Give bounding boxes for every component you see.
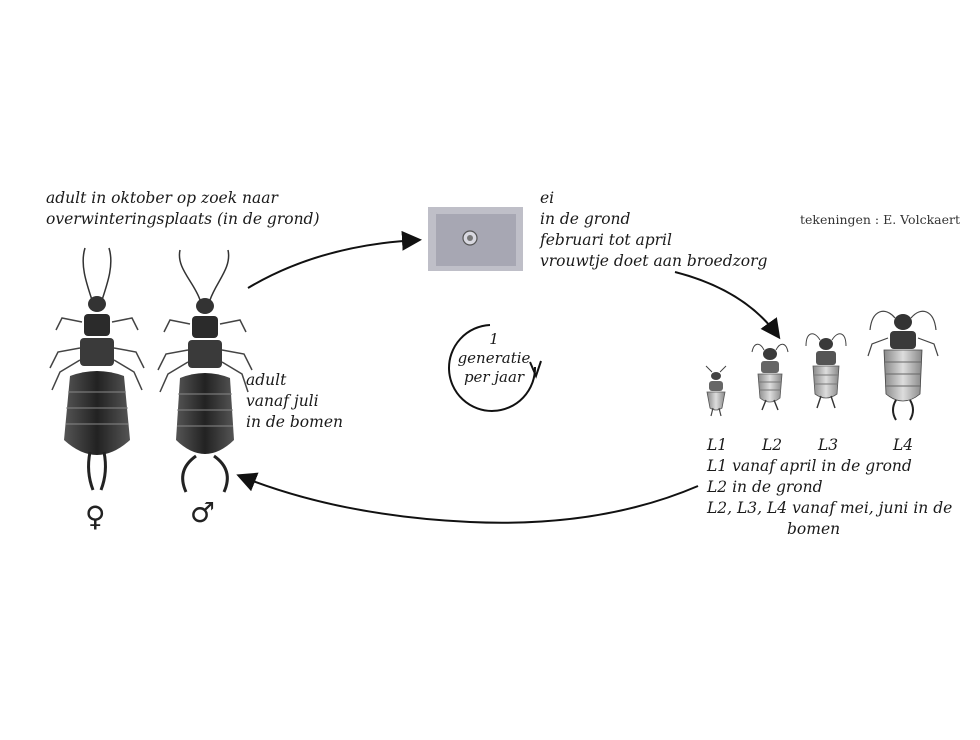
- arrow-larvae-to-adult: [236, 472, 699, 524]
- egg-icon: [428, 207, 523, 271]
- female-symbol: ♀: [85, 500, 106, 533]
- label-egg: ei in de grond februari tot april vrouwt…: [540, 189, 768, 270]
- larva-icon: [751, 343, 789, 411]
- credit-text: tekeningen : E. Volckaert: [800, 212, 960, 227]
- larva-icon: [805, 333, 847, 409]
- stage-label-l4: L4: [893, 436, 914, 454]
- arrow-adult-to-egg: [247, 230, 422, 289]
- larva-icon: [867, 310, 939, 421]
- stage-label-l2: L2: [762, 436, 783, 454]
- stage-label-l3: L3: [818, 436, 839, 454]
- male-symbol: ♂: [190, 496, 216, 529]
- cycle-arrow-icon: [448, 324, 542, 412]
- female-earwig-icon: [49, 247, 145, 491]
- generation-label: 1 generatie per jaar: [457, 330, 531, 386]
- male-earwig-icon: [157, 249, 253, 493]
- label-adult-summer: adult vanaf juli in de bomen: [246, 371, 343, 431]
- label-larvae-notes: L1 vanaf april in de grond L2 in de gron…: [707, 457, 953, 538]
- stage-label-l1: L1: [707, 436, 728, 454]
- larva-icon: [705, 365, 727, 417]
- label-adult-autumn: adult in oktober op zoek naar overwinter…: [46, 189, 320, 228]
- arrow-egg-to-larvae: [674, 271, 781, 340]
